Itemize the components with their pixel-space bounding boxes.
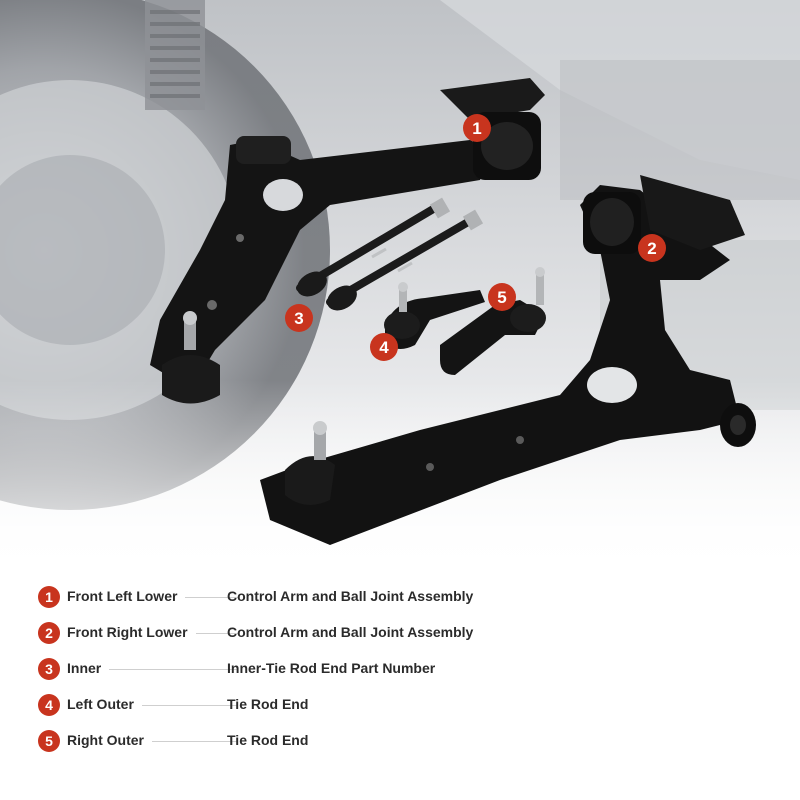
leader-line bbox=[108, 741, 238, 742]
legend-badge: 1 bbox=[38, 586, 60, 608]
callout-badge-3: 3 bbox=[285, 304, 313, 332]
legend-position: Front Right Lower bbox=[67, 624, 196, 640]
legend-part: Tie Rod End bbox=[227, 732, 309, 748]
callout-badge-1: 1 bbox=[463, 114, 491, 142]
legend-part: Control Arm and Ball Joint Assembly bbox=[227, 624, 474, 640]
callout-number: 1 bbox=[472, 119, 481, 138]
callout-number: 4 bbox=[379, 338, 389, 357]
legend-part: Tie Rod End bbox=[227, 696, 309, 712]
legend-position: Left Outer bbox=[67, 696, 142, 712]
left-control-arm bbox=[150, 78, 545, 404]
leader-line bbox=[108, 669, 238, 670]
legend-row-1: 1 Front Left Lower Control Arm and Ball … bbox=[38, 584, 778, 610]
legend-row-2: 2 Front Right Lower Control Arm and Ball… bbox=[38, 620, 778, 646]
legend-badge: 3 bbox=[38, 658, 60, 680]
legend-part: Control Arm and Ball Joint Assembly bbox=[227, 588, 474, 604]
right-control-arm bbox=[260, 175, 756, 545]
callout-badge-2: 2 bbox=[638, 234, 666, 262]
callout-number: 5 bbox=[497, 288, 506, 307]
legend-row-5: 5 Right Outer Tie Rod End bbox=[38, 728, 778, 754]
background-scene bbox=[0, 0, 800, 575]
legend-badge: 4 bbox=[38, 694, 60, 716]
legend-position: Front Left Lower bbox=[67, 588, 186, 604]
legend-row-3: 3 Inner Inner-Tie Rod End Part Number bbox=[38, 656, 778, 682]
product-photo: 1 2 3 4 5 bbox=[0, 0, 800, 575]
legend-part: Inner-Tie Rod End Part Number bbox=[227, 660, 436, 676]
legend-badge: 2 bbox=[38, 622, 60, 644]
legend-row-4: 4 Left Outer Tie Rod End bbox=[38, 692, 778, 718]
legend-position: Right Outer bbox=[67, 732, 152, 748]
inner-tie-rods bbox=[296, 197, 484, 311]
callout-number: 3 bbox=[294, 309, 303, 328]
outer-tie-rod-ends bbox=[384, 267, 546, 375]
legend-badge: 5 bbox=[38, 730, 60, 752]
leader-line bbox=[108, 705, 238, 706]
legend-position: Inner bbox=[67, 660, 110, 676]
callout-badge-5: 5 bbox=[488, 283, 516, 311]
callout-number: 2 bbox=[647, 239, 656, 258]
callout-badge-4: 4 bbox=[370, 333, 398, 361]
